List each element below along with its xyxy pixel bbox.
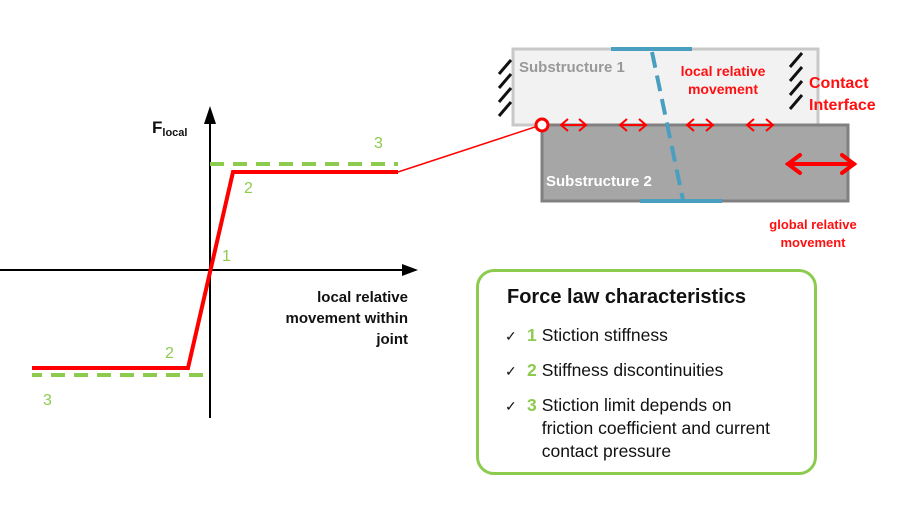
- y-axis-arrow-icon: [204, 106, 216, 124]
- double-arrow-icon: [745, 118, 775, 132]
- item-number: 1: [527, 325, 537, 345]
- marker-discontinuity-lower: 2: [165, 345, 174, 362]
- marker-stiffness: 1: [222, 248, 231, 265]
- item-number: 3: [527, 395, 537, 415]
- contact-point-marker: [534, 117, 550, 133]
- double-arrow-icon: [685, 118, 715, 132]
- check-icon: ✓: [505, 363, 517, 379]
- x-axis-arrow-icon: [402, 264, 418, 276]
- y-axis-label: Flocal: [152, 118, 188, 139]
- fixed-support-left-icon: [497, 59, 513, 117]
- check-icon: ✓: [505, 328, 517, 344]
- local-movement-arrows: [559, 118, 775, 132]
- fixed-support-right-icon: [788, 52, 804, 110]
- contact-interface-label: Contact Interface: [809, 75, 876, 114]
- item-text: Stiffness discontinuities: [541, 360, 724, 380]
- double-arrow-icon: [559, 118, 588, 132]
- marker-limit-upper: 3: [374, 135, 383, 152]
- substructure-2-label: Substructure 2: [546, 173, 652, 190]
- local-relative-movement-label: local relative movement: [680, 63, 766, 97]
- x-axis-label: local relative movement within joint: [285, 289, 408, 348]
- characteristics-title: Force law characteristics: [507, 286, 747, 308]
- double-arrow-icon: [618, 118, 648, 132]
- item-text: Stiction limit depends on friction coeff…: [541, 395, 771, 461]
- item-number: 2: [527, 360, 537, 380]
- check-icon: ✓: [505, 398, 517, 414]
- global-relative-movement-label: global relative movement: [769, 217, 857, 250]
- interface-deformed-line: [650, 51, 685, 201]
- substructure-1-label: Substructure 1: [519, 59, 625, 76]
- connector-line: [397, 125, 539, 173]
- marker-limit-lower: 3: [43, 392, 52, 409]
- force-law-curve: [32, 170, 398, 370]
- item-text: Stiction stiffness: [541, 325, 668, 345]
- marker-discontinuity-upper: 2: [244, 180, 253, 197]
- global-movement-arrow-icon: [784, 153, 858, 175]
